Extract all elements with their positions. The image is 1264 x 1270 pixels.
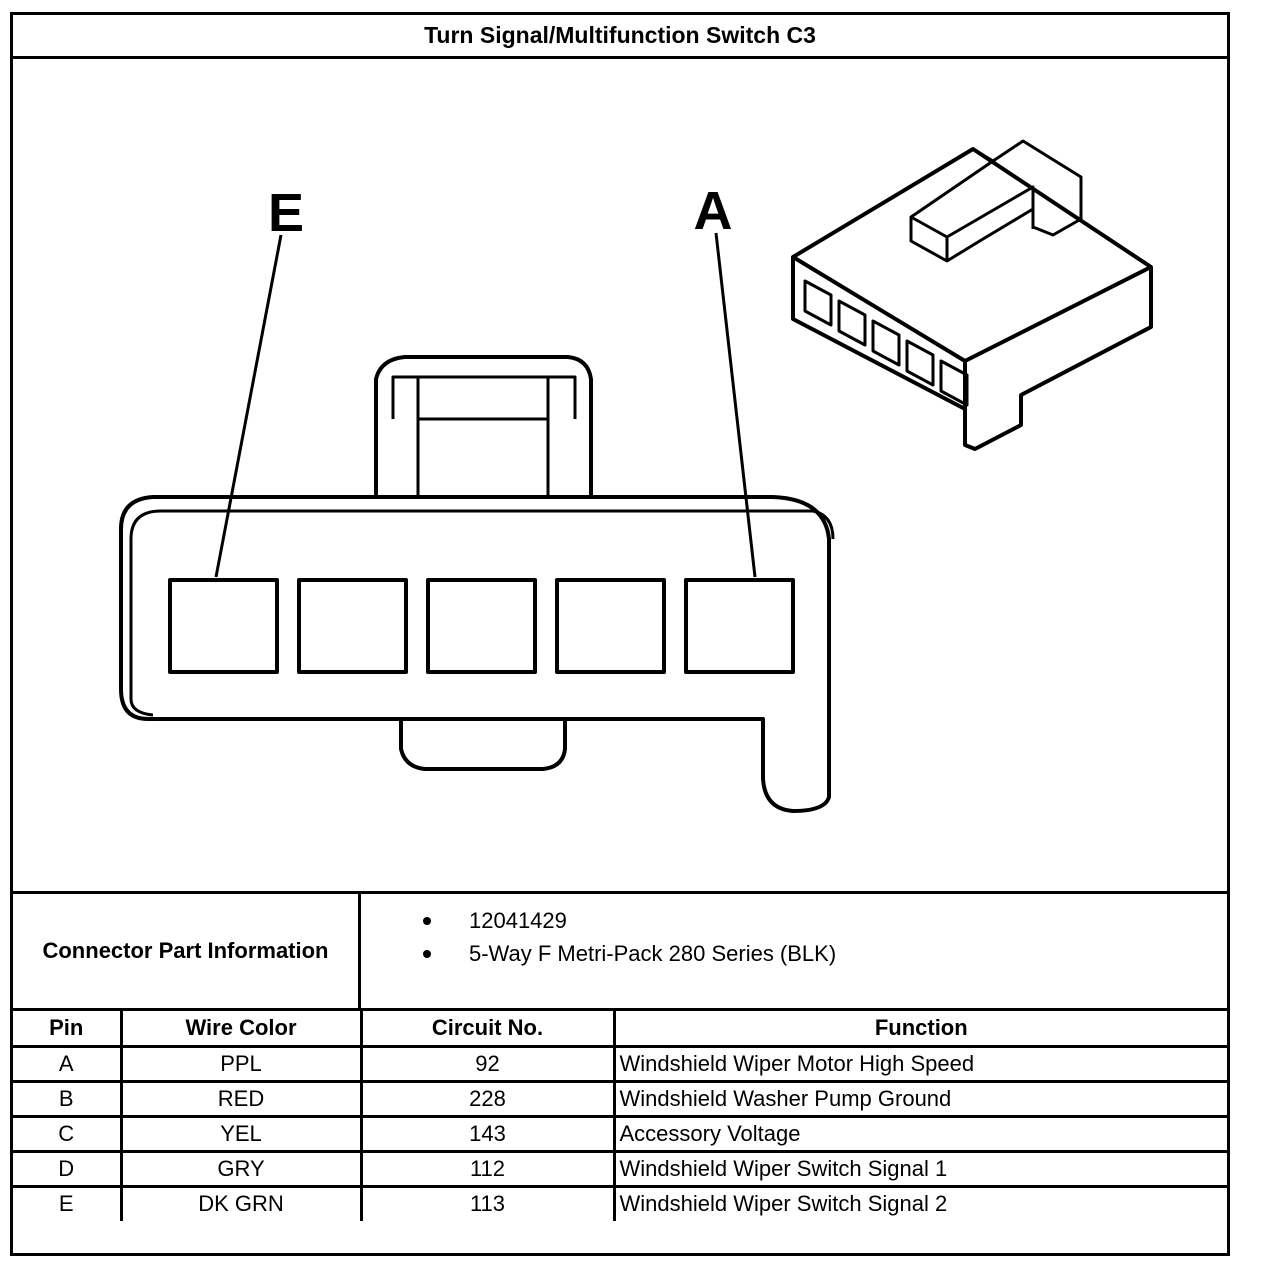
table-row: C YEL 143 Accessory Voltage bbox=[13, 1114, 1227, 1153]
table-row: B RED 228 Windshield Washer Pump Ground bbox=[13, 1079, 1227, 1118]
circuit-cell: 143 bbox=[359, 1114, 616, 1153]
wire-color-cell: YEL bbox=[119, 1114, 363, 1153]
connector-body-inner-left bbox=[129, 509, 162, 717]
wire-color-cell: GRY bbox=[119, 1149, 363, 1188]
table-header-row: Pin Wire Color Circuit No. Function bbox=[13, 1011, 1227, 1048]
circuit-cell: 92 bbox=[359, 1044, 616, 1083]
connector-3d-view bbox=[791, 139, 1153, 451]
header-wire-color: Wire Color bbox=[119, 1011, 363, 1048]
cavity-b bbox=[555, 578, 666, 674]
connector-info-list: 12041429 5-Way F Metri-Pack 280 Series (… bbox=[413, 904, 836, 970]
diagram-frame: Turn Signal/Multifunction Switch C3 bbox=[10, 12, 1230, 1256]
wire-color-cell: RED bbox=[119, 1079, 363, 1118]
cavity-d bbox=[297, 578, 408, 674]
function-cell: Windshield Washer Pump Ground bbox=[612, 1079, 1227, 1118]
header-circuit-no: Circuit No. bbox=[359, 1011, 616, 1048]
function-cell: Windshield Wiper Switch Signal 2 bbox=[612, 1184, 1227, 1221]
connector-part-number: 12041429 bbox=[413, 904, 836, 937]
circuit-cell: 228 bbox=[359, 1079, 616, 1118]
pin-label-e: E bbox=[268, 183, 304, 243]
connector-drawing: E A bbox=[13, 59, 1227, 891]
table-row: D GRY 112 Windshield Wiper Switch Signal… bbox=[13, 1149, 1227, 1188]
table-row: A PPL 92 Windshield Wiper Motor High Spe… bbox=[13, 1044, 1227, 1083]
bottom-tab bbox=[399, 719, 567, 771]
pin-cell: A bbox=[13, 1044, 123, 1083]
leader-line-a bbox=[714, 232, 757, 578]
table-row: E DK GRN 113 Windshield Wiper Switch Sig… bbox=[13, 1184, 1227, 1221]
header-function: Function bbox=[612, 1011, 1227, 1048]
pin-label-a: A bbox=[694, 181, 733, 241]
connector-body-outline bbox=[119, 495, 831, 813]
circuit-cell: 112 bbox=[359, 1149, 616, 1188]
wire-color-cell: PPL bbox=[119, 1044, 363, 1083]
function-cell: Windshield Wiper Motor High Speed bbox=[612, 1044, 1227, 1083]
pin-table: Pin Wire Color Circuit No. Function A PP… bbox=[13, 1011, 1227, 1221]
leader-line-e bbox=[214, 234, 283, 578]
pin-cell: B bbox=[13, 1079, 123, 1118]
wire-color-cell: DK GRN bbox=[119, 1184, 363, 1221]
pin-cell: D bbox=[13, 1149, 123, 1188]
pin-cell: C bbox=[13, 1114, 123, 1153]
cavity-c bbox=[426, 578, 537, 674]
page-title: Turn Signal/Multifunction Switch C3 bbox=[13, 15, 1227, 59]
connector-body-inner bbox=[161, 509, 835, 540]
cavity-e bbox=[168, 578, 279, 674]
function-cell: Windshield Wiper Switch Signal 1 bbox=[612, 1149, 1227, 1188]
latch-outline bbox=[374, 355, 593, 497]
connector-info-label: Connector Part Information bbox=[13, 894, 361, 1008]
header-pin: Pin bbox=[13, 1011, 123, 1048]
connector-svg: E A bbox=[119, 139, 1153, 813]
connector-description: 5-Way F Metri-Pack 280 Series (BLK) bbox=[413, 937, 836, 970]
pin-cell: E bbox=[13, 1184, 123, 1221]
function-cell: Accessory Voltage bbox=[612, 1114, 1227, 1153]
latch-inner bbox=[391, 375, 577, 497]
cavity-a bbox=[684, 578, 795, 674]
circuit-cell: 113 bbox=[359, 1184, 616, 1221]
connector-part-info: Connector Part Information 12041429 5-Wa… bbox=[13, 891, 1227, 1011]
